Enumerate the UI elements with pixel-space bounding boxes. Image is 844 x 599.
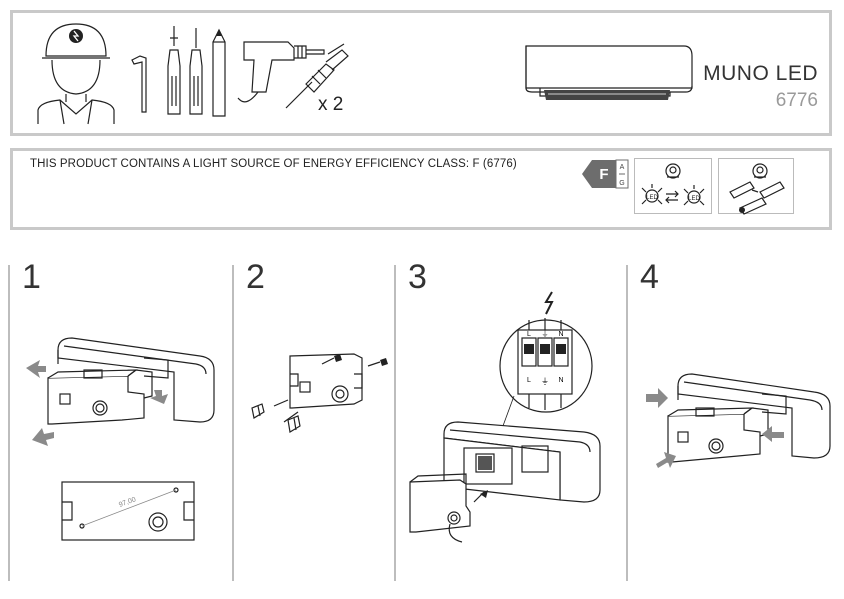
screwdrivers-icon: [167, 26, 203, 115]
step1-mounting-plate-detail: 97,00: [61, 481, 195, 541]
led-professional-replace-icon: LED LED: [641, 163, 705, 206]
step4-reassemble-illustration: [646, 373, 831, 468]
step-divider-2: [232, 265, 234, 581]
product-lamp-illustration: [525, 45, 693, 100]
step-divider-4: [626, 265, 628, 581]
control-gear-info-box: [718, 158, 794, 214]
drill-icon: [237, 41, 325, 103]
step-divider-1: [8, 265, 10, 581]
terminal-label-top-earth: ⏚: [542, 330, 549, 338]
screw-quantity-label: x 2: [318, 94, 344, 115]
step-divider-3: [394, 265, 396, 581]
energy-scale-top: A: [620, 164, 625, 171]
terminal-label-top-n: N: [558, 331, 563, 338]
installer-person-icon: [37, 23, 115, 125]
terminal-label-bottom-n: N: [558, 377, 563, 384]
step2-screw-plate-illustration: [251, 353, 388, 433]
terminal-label-bottom-earth: ⏚: [541, 377, 549, 386]
terminal-label-top-l: L: [527, 331, 531, 338]
product-code: 6776: [775, 90, 818, 111]
tools-panel: [10, 10, 832, 136]
wall-plug-screw-icon: [285, 43, 349, 109]
energy-scale-bottom: G: [619, 180, 624, 187]
pencil-icon: [212, 28, 226, 117]
step-number-1: 1: [22, 258, 41, 296]
energy-class-badge: F A G: [582, 159, 629, 189]
step1-remove-plate-illustration: [26, 337, 215, 446]
step3-wiring-illustration: L ⏚ N L ⏚ N: [409, 291, 601, 543]
step-number-3: 3: [408, 258, 427, 296]
svg-text:LED: LED: [688, 196, 700, 202]
energy-class-letter: F: [599, 166, 608, 183]
step-number-4: 4: [640, 258, 659, 296]
svg-text:LED: LED: [646, 195, 658, 201]
terminal-label-bottom-l: L: [527, 377, 531, 384]
control-gear-replace-icon: [729, 163, 785, 215]
step-number-2: 2: [246, 258, 265, 296]
hex-key-icon: [131, 55, 147, 113]
product-name: MUNO LED: [703, 62, 818, 85]
energy-statement: THIS PRODUCT CONTAINS A LIGHT SOURCE OF …: [30, 158, 517, 170]
